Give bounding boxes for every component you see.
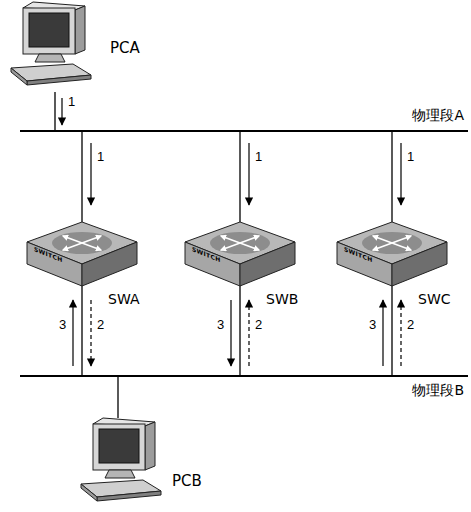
switch-arrow xyxy=(82,236,101,243)
switch-arrow xyxy=(373,236,392,243)
callout-number: 1 xyxy=(67,95,76,109)
callout-number: 2 xyxy=(96,318,105,332)
monitor-screen xyxy=(99,429,139,463)
switch-arrow xyxy=(63,243,82,250)
flow-arrow xyxy=(248,143,249,205)
keyboard-edge xyxy=(11,68,27,85)
monitor-side xyxy=(75,6,85,54)
switch-arrow xyxy=(240,236,259,243)
segment-line: 物理段A xyxy=(20,130,468,132)
switch-arrow xyxy=(392,243,411,250)
flow-arrow-dashed xyxy=(90,300,91,366)
monitor-side xyxy=(145,422,155,470)
flow-arrow-dashed xyxy=(400,300,401,366)
network-wire xyxy=(54,92,55,130)
keyboard-edge xyxy=(81,484,97,501)
callout-number: 2 xyxy=(406,318,415,332)
callout-number: 3 xyxy=(368,318,377,332)
switch-node: SWITCHSWA xyxy=(27,222,137,286)
device-label: SWA xyxy=(108,292,140,307)
keyboard-edge xyxy=(27,75,91,85)
switch-node: SWITCHSWC xyxy=(337,222,447,286)
callout-number: 3 xyxy=(216,318,225,332)
network-wire xyxy=(239,286,240,375)
callout-number: 3 xyxy=(58,318,67,332)
monitor-front xyxy=(23,8,75,54)
computer-node: PCB xyxy=(75,418,165,508)
callout-number: 1 xyxy=(406,150,415,164)
keyboard-edge xyxy=(97,491,161,501)
monitor-screen xyxy=(29,13,69,47)
switch-emblem xyxy=(210,232,270,254)
network-wire xyxy=(117,377,118,418)
switch-arrow xyxy=(63,236,82,243)
switch-arrow xyxy=(82,243,101,250)
network-wire xyxy=(391,286,392,375)
flow-arrow xyxy=(90,143,91,205)
flow-arrow xyxy=(72,300,73,366)
segment-label: 物理段B xyxy=(412,383,464,398)
computer-node: PCA xyxy=(5,2,95,92)
computer-icon xyxy=(5,2,95,92)
device-label: PCB xyxy=(172,473,202,490)
switch-arrow xyxy=(240,243,259,250)
segment-label: 物理段A xyxy=(412,108,464,123)
network-wire xyxy=(391,132,392,222)
flow-arrow-dashed xyxy=(248,300,249,366)
flow-arrow xyxy=(230,300,231,366)
switch-arrow xyxy=(221,243,240,250)
switch-arrow xyxy=(392,236,411,243)
network-wire xyxy=(81,132,82,222)
network-wire xyxy=(239,132,240,222)
flow-arrow xyxy=(382,300,383,366)
callout-number: 2 xyxy=(254,318,263,332)
switch-emblem xyxy=(52,232,112,254)
computer-icon xyxy=(75,418,165,508)
switch-emblem xyxy=(362,232,422,254)
callout-number: 1 xyxy=(96,150,105,164)
switch-arrow xyxy=(373,243,392,250)
device-label: SWB xyxy=(266,292,298,307)
monitor-front xyxy=(93,424,145,470)
monitor-base xyxy=(35,54,65,62)
switch-node: SWITCHSWB xyxy=(185,222,295,286)
segment-line: 物理段B xyxy=(20,375,468,377)
device-label: SWC xyxy=(418,292,451,307)
network-wire xyxy=(81,286,82,375)
flow-arrow xyxy=(400,143,401,205)
device-label: PCA xyxy=(110,40,140,57)
flow-arrow xyxy=(61,98,62,125)
monitor-base xyxy=(105,470,135,478)
callout-number: 1 xyxy=(254,150,263,164)
switch-arrow xyxy=(221,236,240,243)
